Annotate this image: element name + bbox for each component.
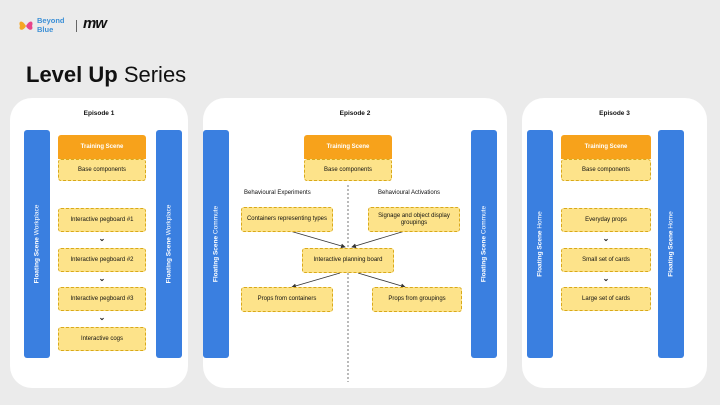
episode-1-right-bar: Floating Scene Workplace <box>156 130 182 358</box>
ep1-step-4: Interactive cogs <box>58 327 146 351</box>
episode-3-right-bar: Floating Scene Home <box>658 130 684 358</box>
title-rest: Series <box>117 62 187 87</box>
ep1-step-2: Interactive pegboard #2 <box>58 248 146 272</box>
ep2-left-bar-bold: Floating Scene <box>212 235 220 283</box>
ep3-training-scene-header: Training Scene <box>561 135 651 159</box>
ep3-right-bar-rest: Home <box>667 211 675 231</box>
beyond-blue-logo: Beyond Blue <box>18 16 88 36</box>
ep2-containers-box: Containers representing types <box>241 207 333 232</box>
ep1-right-bar-rest: Workplace <box>165 204 173 238</box>
page-title: Level Up Series <box>26 62 186 88</box>
title-bold: Level Up <box>26 62 118 87</box>
episode-3-title: Episode 3 <box>599 110 630 117</box>
ep2-props-groupings: Props from groupings <box>372 287 462 312</box>
ep1-step-3: Interactive pegboard #3 <box>58 287 146 311</box>
ep2-training-scene-header: Training Scene <box>304 135 392 159</box>
episode-3-left-bar: Floating Scene Home <box>527 130 553 358</box>
ep1-step-1: Interactive pegboard #1 <box>58 208 146 232</box>
logo-divider <box>76 20 77 32</box>
ep2-behavioural-activations-label: Behavioural Activations <box>378 190 441 196</box>
ep3-step-2: Small set of cards <box>561 248 651 272</box>
ep2-signage-box: Signage and object display groupings <box>368 207 460 232</box>
brand-line-2: Blue <box>37 25 54 34</box>
chevron-down-icon: ⌄ <box>602 234 610 243</box>
episode-1-title: Episode 1 <box>83 110 115 117</box>
ep3-base-components: Base components <box>561 159 651 181</box>
chevron-down-icon: ⌄ <box>98 313 106 322</box>
ep3-right-bar-bold: Floating Scene <box>667 230 675 277</box>
ep1-left-bar-bold: Floating Scene <box>33 237 41 284</box>
episode-1-left-bar: Floating Scene Workplace <box>24 130 50 358</box>
mw-logo: mw <box>83 15 107 32</box>
episode-2-left-bar: Floating Scene Commute <box>203 130 229 358</box>
ep3-step-1: Everyday props <box>561 208 651 232</box>
ep1-right-bar-bold: Floating Scene <box>165 237 173 284</box>
ep2-props-containers: Props from containers <box>241 287 333 312</box>
brand-line-1: Beyond <box>37 16 65 25</box>
ep3-left-bar-bold: Floating Scene <box>536 230 544 277</box>
ep3-step-3: Large set of cards <box>561 287 651 311</box>
episode-2-title: Episode 2 <box>339 110 371 117</box>
ep2-behavioural-experiments-label: Behavioural Experiments <box>244 190 311 196</box>
ep1-left-bar-rest: Workplace <box>33 204 41 238</box>
ep2-right-bar-bold: Floating Scene <box>480 235 488 283</box>
ep2-right-bar-rest: Commute <box>480 205 488 236</box>
ep1-training-scene-header: Training Scene <box>58 135 146 159</box>
ep3-left-bar-rest: Home <box>536 211 544 231</box>
ep1-base-components: Base components <box>58 159 146 181</box>
ep2-base-components: Base components <box>304 159 392 181</box>
chevron-down-icon: ⌄ <box>602 274 610 283</box>
episode-2-right-bar: Floating Scene Commute <box>471 130 497 358</box>
chevron-down-icon: ⌄ <box>98 274 106 283</box>
chevron-down-icon: ⌄ <box>98 234 106 243</box>
ep2-planning-board: Interactive planning board <box>302 248 394 273</box>
ep2-left-bar-rest: Commute <box>212 205 220 236</box>
butterfly-icon <box>19 21 33 30</box>
